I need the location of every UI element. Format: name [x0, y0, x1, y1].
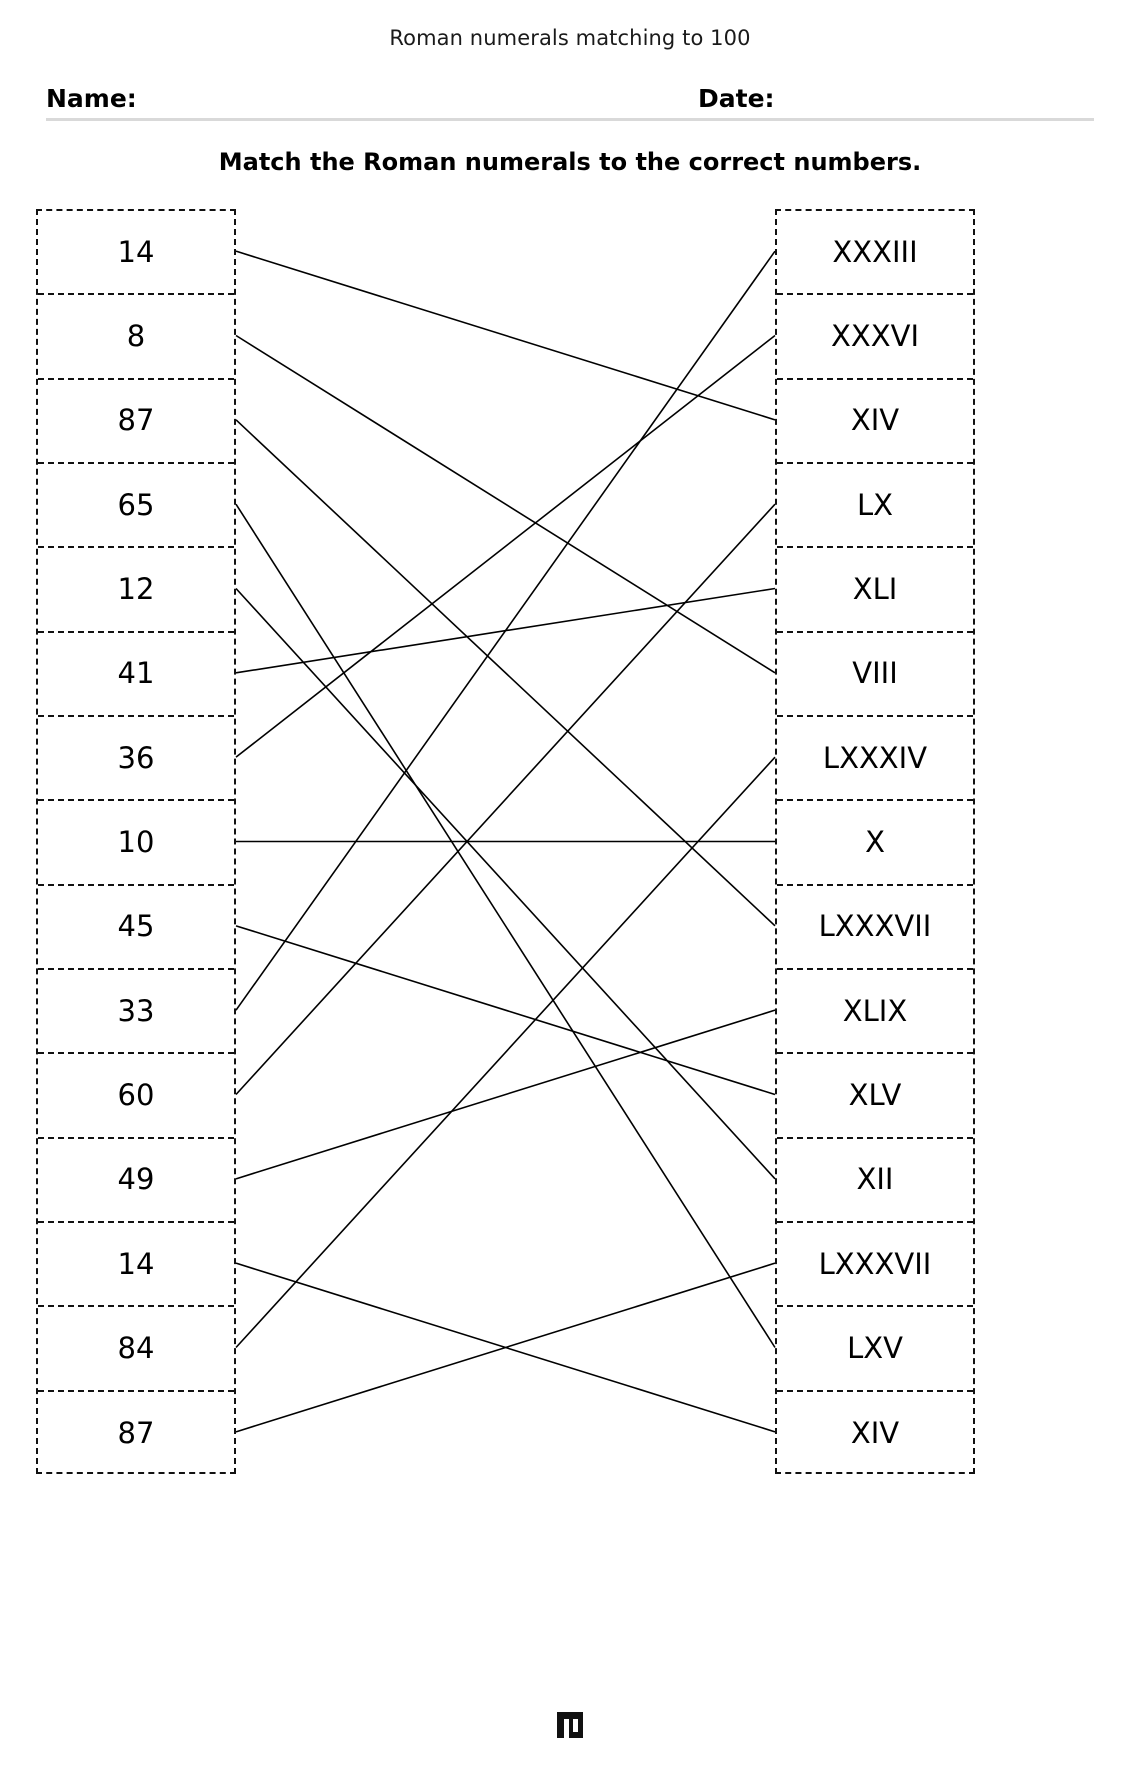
- number-cell[interactable]: 60: [38, 1054, 234, 1139]
- number-cell[interactable]: 41: [38, 633, 234, 717]
- page-title: Roman numerals matching to 100: [389, 26, 751, 50]
- roman-numeral-cell[interactable]: X: [777, 801, 973, 886]
- roman-numeral-cell[interactable]: XII: [777, 1139, 973, 1223]
- number-cell[interactable]: 49: [38, 1139, 234, 1223]
- roman-numeral-cell[interactable]: LXXXVII: [777, 886, 973, 970]
- roman-numeral-cell[interactable]: XLV: [777, 1054, 973, 1139]
- number-cell[interactable]: 36: [38, 717, 234, 802]
- roman-numeral-cell[interactable]: LXXXVII: [777, 1223, 973, 1308]
- roman-numeral-cell[interactable]: XIV: [850, 1416, 900, 1451]
- roman-numeral-cell[interactable]: LX: [777, 464, 973, 549]
- number-cell[interactable]: 8: [38, 295, 234, 380]
- roman-numeral-cell[interactable]: XLI: [777, 548, 973, 633]
- number-cell[interactable]: 45: [38, 886, 234, 970]
- number-cell[interactable]: 33: [38, 970, 234, 1055]
- roman-numeral-cell[interactable]: XXXVI: [777, 295, 973, 380]
- number-cell[interactable]: 65: [38, 464, 234, 549]
- number-cell[interactable]: 87: [38, 380, 234, 464]
- date-label: Date:: [698, 84, 775, 113]
- name-date-row: Name: Date:: [46, 84, 1094, 124]
- roman-numeral-cell[interactable]: LXXXIV: [777, 717, 973, 802]
- number-cell[interactable]: 12: [38, 548, 234, 633]
- number-cell[interactable]: 84: [38, 1307, 234, 1392]
- mathworksheets-logo-icon: [557, 1712, 583, 1738]
- name-label: Name:: [46, 84, 137, 113]
- roman-numeral-cell[interactable]: LXV: [777, 1307, 973, 1392]
- roman-numeral-cell[interactable]: VIII: [777, 633, 973, 717]
- number-cell[interactable]: 14: [38, 211, 234, 296]
- number-cell[interactable]: 10: [38, 801, 234, 886]
- number-cell[interactable]: 87: [117, 1416, 155, 1451]
- header-divider: [46, 118, 1094, 121]
- roman-numeral-cell[interactable]: XLIX: [777, 970, 973, 1055]
- number-cell[interactable]: 14: [38, 1223, 234, 1308]
- instructions-text: Match the Roman numerals to the correct …: [218, 148, 922, 176]
- roman-numeral-cell[interactable]: XIV: [777, 380, 973, 464]
- roman-numeral-cell[interactable]: XXXIII: [777, 211, 973, 296]
